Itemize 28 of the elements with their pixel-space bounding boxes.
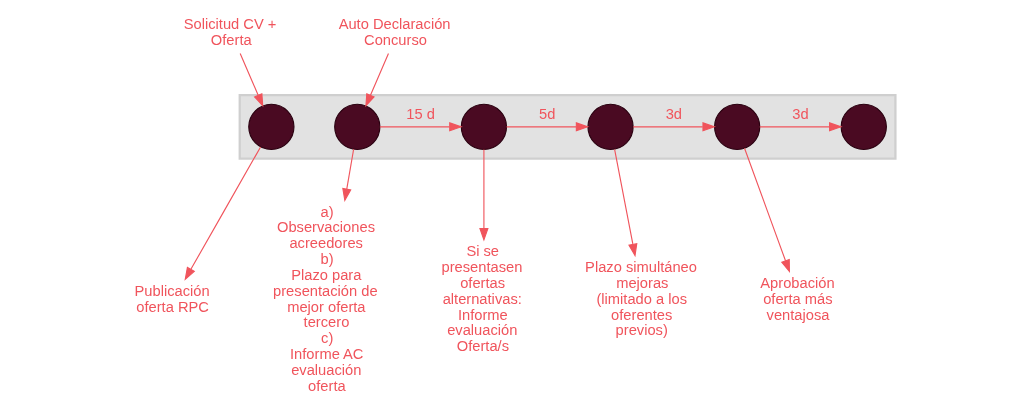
edge-label: 3d (665, 106, 682, 123)
arrow (758, 122, 843, 132)
node-circle (713, 103, 760, 151)
node-circle (840, 103, 887, 151)
node-text: Si se presentasen ofertas alternativas: Informe evaluación Oferta/s (441, 243, 522, 355)
arrow (341, 148, 354, 203)
arrow (478, 149, 489, 242)
arrow (632, 122, 716, 132)
node-text: Publicación oferta RPC (134, 282, 210, 315)
arrow (239, 53, 263, 108)
edge-label: 3d (791, 106, 809, 123)
node-text: Aprobación oferta más ventajosa (759, 274, 835, 323)
arrow (183, 146, 261, 281)
arrow (378, 122, 463, 132)
node-circle (586, 103, 634, 151)
node-text: Auto Declaración Concurso (338, 15, 450, 48)
node-text: Solicitud CV + Oferta (183, 15, 276, 48)
edge-label: 5d (538, 106, 555, 123)
edge-label: 15 d (405, 106, 435, 123)
node-circle (333, 103, 380, 151)
arrow (505, 122, 589, 132)
node-circle (247, 103, 295, 151)
node-text: a) Observaciones acreedores b) Plazo para presentación de mejor oferta tercero c) Informe AC evaluación oferta (272, 203, 378, 394)
arrow (743, 147, 790, 274)
node-circle (460, 103, 507, 151)
arrow (613, 148, 637, 258)
node-text: Plazo simultáneo mejoras (limitado a los oferentes previos) (584, 259, 697, 339)
arrow (364, 53, 389, 108)
